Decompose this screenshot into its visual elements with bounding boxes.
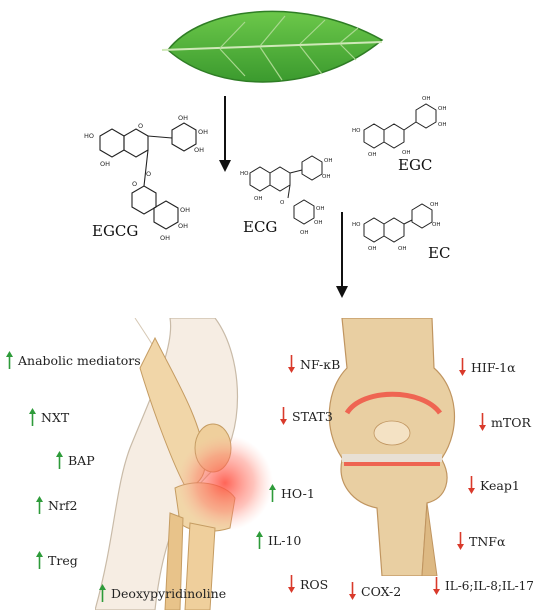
marker-up-deoxypyridinoline: Deoxypyridinoline xyxy=(98,584,226,602)
svg-text:OH: OH xyxy=(438,106,446,112)
svg-text:HO: HO xyxy=(352,222,361,228)
arrow-up-icon xyxy=(36,496,43,514)
svg-text:O: O xyxy=(132,180,137,188)
svg-text:OH: OH xyxy=(398,246,406,252)
molecule-label-ecg: ECG xyxy=(243,218,278,236)
molecule-label-egcg: EGCG xyxy=(92,222,139,240)
knee-side-view-illustration xyxy=(95,318,273,610)
marker-down-cox-2: COX-2 xyxy=(348,582,401,600)
arrow-up-icon xyxy=(269,484,276,502)
egc-structure: HO OH OH OH OH OH xyxy=(352,96,446,158)
knee-front-view-illustration xyxy=(328,318,456,576)
marker-down-ros: ROS xyxy=(287,575,328,593)
marker-up-nrf2: Nrf2 xyxy=(35,496,78,514)
molecule-label-egc: EGC xyxy=(398,156,433,174)
svg-text:OH: OH xyxy=(430,202,438,208)
svg-text:OH: OH xyxy=(438,122,446,128)
molecule-label-ec: EC xyxy=(428,244,451,262)
marker-down-nf-kb: NF-κB xyxy=(287,355,340,373)
svg-text:OH: OH xyxy=(368,152,376,158)
ec-structure: HO OH OH OH OH xyxy=(352,202,440,252)
ecg-structure: HO OH OH OH O OH OH OH xyxy=(240,155,332,236)
egcg-structure: HO OH O OH OH OH O O OH OH OH xyxy=(84,114,208,242)
marker-down-stat3: STAT3 xyxy=(279,407,333,425)
green-tea-leaf-icon xyxy=(161,10,384,83)
marker-down-hif-1a: HIF-1α xyxy=(458,358,516,376)
svg-text:OH: OH xyxy=(254,196,262,202)
marker-down-tnfa: TNFα xyxy=(456,532,505,550)
svg-text:HO: HO xyxy=(240,171,249,177)
svg-text:O: O xyxy=(146,170,151,178)
svg-text:OH: OH xyxy=(314,220,322,226)
svg-text:OH: OH xyxy=(160,234,170,242)
svg-text:OH: OH xyxy=(194,146,204,154)
marker-up-il-10: IL-10 xyxy=(255,531,301,549)
marker-up-anabolic-mediators: Anabolic mediators xyxy=(5,351,141,369)
arrow-down-icon xyxy=(288,575,295,593)
svg-text:OH: OH xyxy=(300,230,308,236)
svg-text:OH: OH xyxy=(316,206,324,212)
svg-text:OH: OH xyxy=(432,222,440,228)
svg-text:OH: OH xyxy=(402,150,410,156)
arrow-down-icon xyxy=(349,582,356,600)
arrow-down-icon xyxy=(459,358,466,376)
marker-down-mtor: mTOR xyxy=(478,413,531,431)
svg-text:HO: HO xyxy=(84,132,94,140)
arrow-up-icon xyxy=(29,408,36,426)
svg-text:OH: OH xyxy=(100,160,110,168)
arrow-down-icon xyxy=(457,532,464,550)
arrow-down-icon xyxy=(468,476,475,494)
arrow-down-molecules xyxy=(336,212,348,298)
marker-up-bap: BAP xyxy=(55,451,95,469)
marker-down-il-6-il-8-il-17: IL-6;IL-8;IL-17 xyxy=(432,577,534,595)
arrow-up-icon xyxy=(36,551,43,569)
svg-text:OH: OH xyxy=(422,96,430,102)
arrow-down-icon xyxy=(479,413,486,431)
svg-text:OH: OH xyxy=(324,158,332,164)
marker-up-nxt: NXT xyxy=(28,408,69,426)
arrow-up-icon xyxy=(6,351,13,369)
svg-text:O: O xyxy=(280,200,285,206)
svg-text:OH: OH xyxy=(178,114,188,122)
arrow-down-icon xyxy=(433,577,440,595)
svg-text:OH: OH xyxy=(180,206,190,214)
arrow-up-icon xyxy=(99,584,106,602)
arrow-down-icon xyxy=(288,355,295,373)
svg-text:OH: OH xyxy=(178,222,188,230)
svg-text:OH: OH xyxy=(322,174,330,180)
arrow-up-icon xyxy=(256,531,263,549)
arrow-up-icon xyxy=(56,451,63,469)
svg-text:OH: OH xyxy=(198,128,208,136)
marker-up-ho-1: HO-1 xyxy=(268,484,315,502)
marker-up-treg: Treg xyxy=(35,551,78,569)
svg-text:HO: HO xyxy=(352,128,361,134)
svg-text:OH: OH xyxy=(368,246,376,252)
marker-down-keap1: Keap1 xyxy=(467,476,520,494)
arrow-down-icon xyxy=(280,407,287,425)
svg-text:O: O xyxy=(138,122,143,130)
arrow-down-leaf xyxy=(219,96,231,172)
